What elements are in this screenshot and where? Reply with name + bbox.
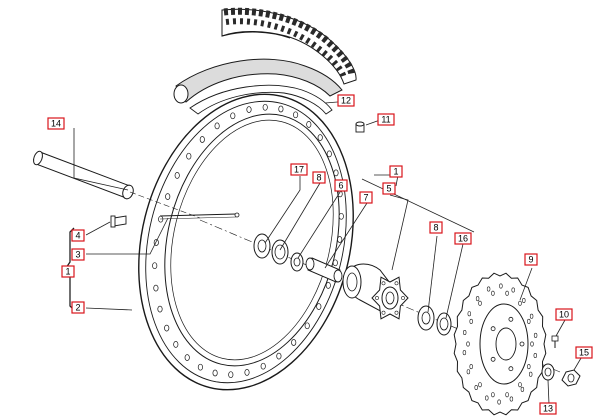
rim	[138, 93, 354, 391]
axle	[33, 150, 201, 219]
label-7-spacer: 7	[359, 191, 373, 204]
label-8-seal-left: 8	[312, 171, 326, 184]
spoke-nipple	[110, 215, 127, 228]
label-text: 5	[386, 184, 391, 194]
label-text: 3	[75, 250, 80, 260]
seal-right	[436, 312, 452, 336]
label-text: 10	[559, 310, 569, 320]
label-text: 17	[294, 165, 304, 175]
label-text: 12	[341, 96, 351, 106]
label-4-nipple: 4	[71, 229, 85, 242]
label-8-seal-right: 8	[429, 221, 443, 234]
hub-disc-flange	[371, 276, 409, 320]
rim-tape	[189, 84, 333, 115]
inner-tube	[173, 58, 343, 104]
label-1-hub: 1	[389, 165, 403, 178]
valve-nut	[355, 121, 365, 133]
seal-left	[271, 239, 289, 265]
label-text: 16	[458, 234, 468, 244]
label-15-axle-nut: 15	[575, 346, 593, 359]
label-text: 4	[75, 231, 80, 241]
bearing-left	[253, 233, 271, 259]
label-6-collar: 6	[334, 179, 348, 192]
collar-left	[290, 252, 304, 272]
tyre	[221, 7, 357, 85]
label-9-brake-disc: 9	[524, 253, 538, 266]
label-text: 8	[316, 173, 321, 183]
label-text: 1	[393, 167, 398, 177]
label-5-hub-assembly: 5	[382, 182, 396, 195]
brake-disc	[453, 272, 547, 416]
axle-washer	[541, 363, 555, 381]
label-text: 8	[433, 223, 438, 233]
label-14-axle: 14	[47, 117, 65, 130]
axle-nut	[561, 369, 581, 387]
label-11-valve-nut: 11	[377, 113, 395, 126]
label-13-washer: 13	[539, 402, 557, 415]
disc-holes	[462, 283, 538, 405]
label-text: 15	[579, 348, 589, 358]
bearing-right	[417, 305, 435, 331]
label-16-bearing-right: 16	[454, 232, 472, 245]
label-text: 14	[51, 119, 61, 129]
label-text: 11	[381, 115, 390, 125]
label-text: 6	[338, 181, 343, 191]
spoke	[159, 212, 240, 220]
label-17-bearing-left: 17	[290, 163, 308, 176]
label-text: 13	[543, 404, 553, 414]
label-text: 7	[363, 193, 368, 203]
rim-spoke-holes	[152, 103, 344, 379]
label-12-rim-tape: 12	[337, 94, 355, 107]
label-text: 9	[528, 255, 533, 265]
label-text: 1	[65, 267, 70, 277]
label-text: 2	[75, 303, 80, 313]
hub	[342, 263, 409, 320]
disc-bolt-small	[551, 335, 559, 348]
label-3-spoke: 3	[71, 248, 85, 261]
label-10-disc-bolt: 10	[555, 308, 573, 321]
label-2-rim: 2	[71, 301, 85, 314]
spacer	[305, 257, 343, 283]
label-1-wheel: 1	[61, 265, 75, 278]
